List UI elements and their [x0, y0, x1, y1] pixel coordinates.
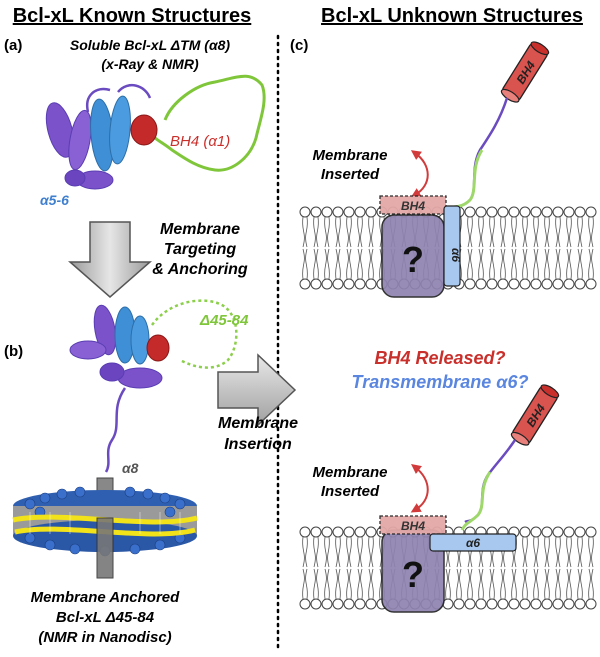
bh4-alpha1-label: BH4 (α1): [170, 133, 230, 150]
scenario-1: BH4 Membrane Inserted ? BH4 α6: [312, 41, 550, 298]
bh4-tag-inserted-bottom: BH4: [401, 519, 425, 533]
panel-a-subtitle: (x-Ray & NMR): [101, 56, 199, 72]
targeting-arrow: [68, 221, 152, 298]
question-transmembrane: Transmembrane α6?: [352, 372, 529, 392]
panel-label-a: (a): [4, 37, 22, 54]
membrane-inserted-top-line2: Inserted: [321, 166, 380, 183]
header-known-structures: Bcl-xL Known Structures: [13, 5, 252, 27]
membrane-inserted-bottom-line2: Inserted: [321, 483, 380, 500]
panel-b-caption-line1: Membrane Anchored: [31, 589, 180, 606]
soluble-bclxl-structure: [45, 74, 266, 190]
insertion-label-line1: Membrane: [218, 415, 298, 432]
bh4-cylinder-bottom: BH4: [510, 384, 560, 446]
alpha6-tag-horizontal: α6: [466, 536, 480, 550]
green-loop: [146, 74, 266, 172]
alpha6-tag-vertical: α6: [449, 248, 463, 262]
red-double-arrow-top: [410, 150, 429, 198]
panel-b-caption-line3: (NMR in Nanodisc): [38, 629, 171, 646]
alpha5-6-label: α5-6: [40, 192, 69, 208]
targeting-label-line3: & Anchoring: [152, 261, 248, 278]
panel-label-b: (b): [4, 343, 23, 360]
bh4-tag-inserted-top: BH4: [401, 199, 425, 213]
nanodisc: [12, 477, 198, 579]
bh4-cylinder-top: BH4: [500, 41, 550, 103]
deletion-label: Δ45-84: [199, 312, 249, 329]
panel-a-title: Soluble Bcl-xL ΔTM (α8): [70, 37, 231, 53]
question-mark-top: ?: [402, 239, 424, 280]
insertion-arrow: [217, 353, 297, 427]
insertion-label-line2: Insertion: [224, 436, 292, 453]
header-unknown-structures: Bcl-xL Unknown Structures: [321, 5, 583, 27]
deleted-loop-dotted: [150, 299, 238, 369]
bh4-helix-red: [130, 114, 158, 146]
panel-label-c: (c): [290, 37, 308, 54]
targeting-label-line1: Membrane: [160, 221, 240, 238]
alpha8-label: α8: [122, 460, 139, 476]
alpha6-horizontal: α6: [429, 533, 517, 552]
anchored-bclxl-structure: [69, 299, 238, 473]
scenario-2: BH4 Membrane Inserted ? BH4 α6: [312, 384, 560, 613]
alpha6-vertical: α6: [443, 205, 463, 287]
panel-b-caption-line2: Bcl-xL Δ45-84: [56, 609, 155, 626]
targeting-label-line2: Targeting: [164, 241, 237, 258]
red-double-arrow-bottom: [410, 463, 429, 513]
membrane-inserted-bottom-line1: Membrane: [312, 464, 387, 481]
question-mark-bottom: ?: [402, 554, 424, 595]
membrane-inserted-top-line1: Membrane: [312, 147, 387, 164]
question-bh4-released: BH4 Released?: [374, 348, 505, 368]
